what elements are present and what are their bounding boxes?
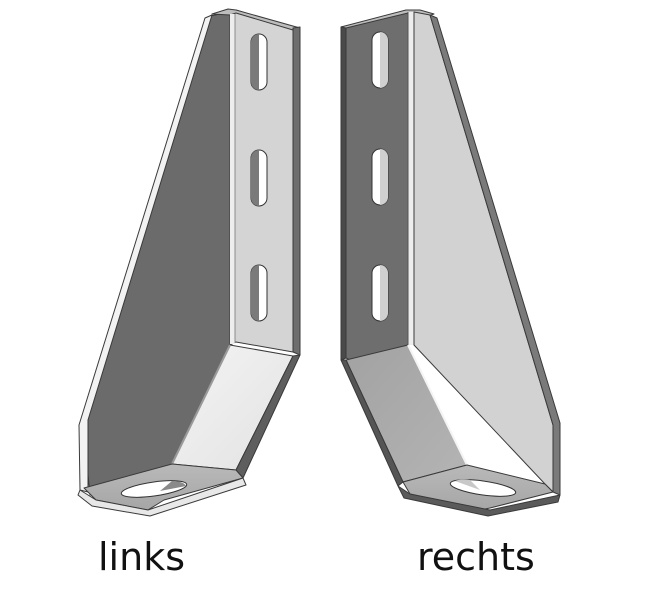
right-foot-edge (397, 485, 561, 517)
left-bracket (77, 8, 301, 517)
left-slots (250, 33, 268, 322)
left-foot-slot (120, 480, 188, 498)
left-foot-edge (77, 477, 247, 517)
label-left: links (98, 535, 186, 579)
left-channel-edge (292, 26, 301, 356)
right-foot-slot (449, 479, 517, 497)
label-right: rechts (417, 535, 535, 579)
right-bracket (340, 9, 561, 517)
left-bend-line (230, 14, 235, 344)
right-channel-edge (340, 25, 347, 361)
right-bend-line (408, 12, 414, 345)
right-slots (371, 31, 389, 322)
